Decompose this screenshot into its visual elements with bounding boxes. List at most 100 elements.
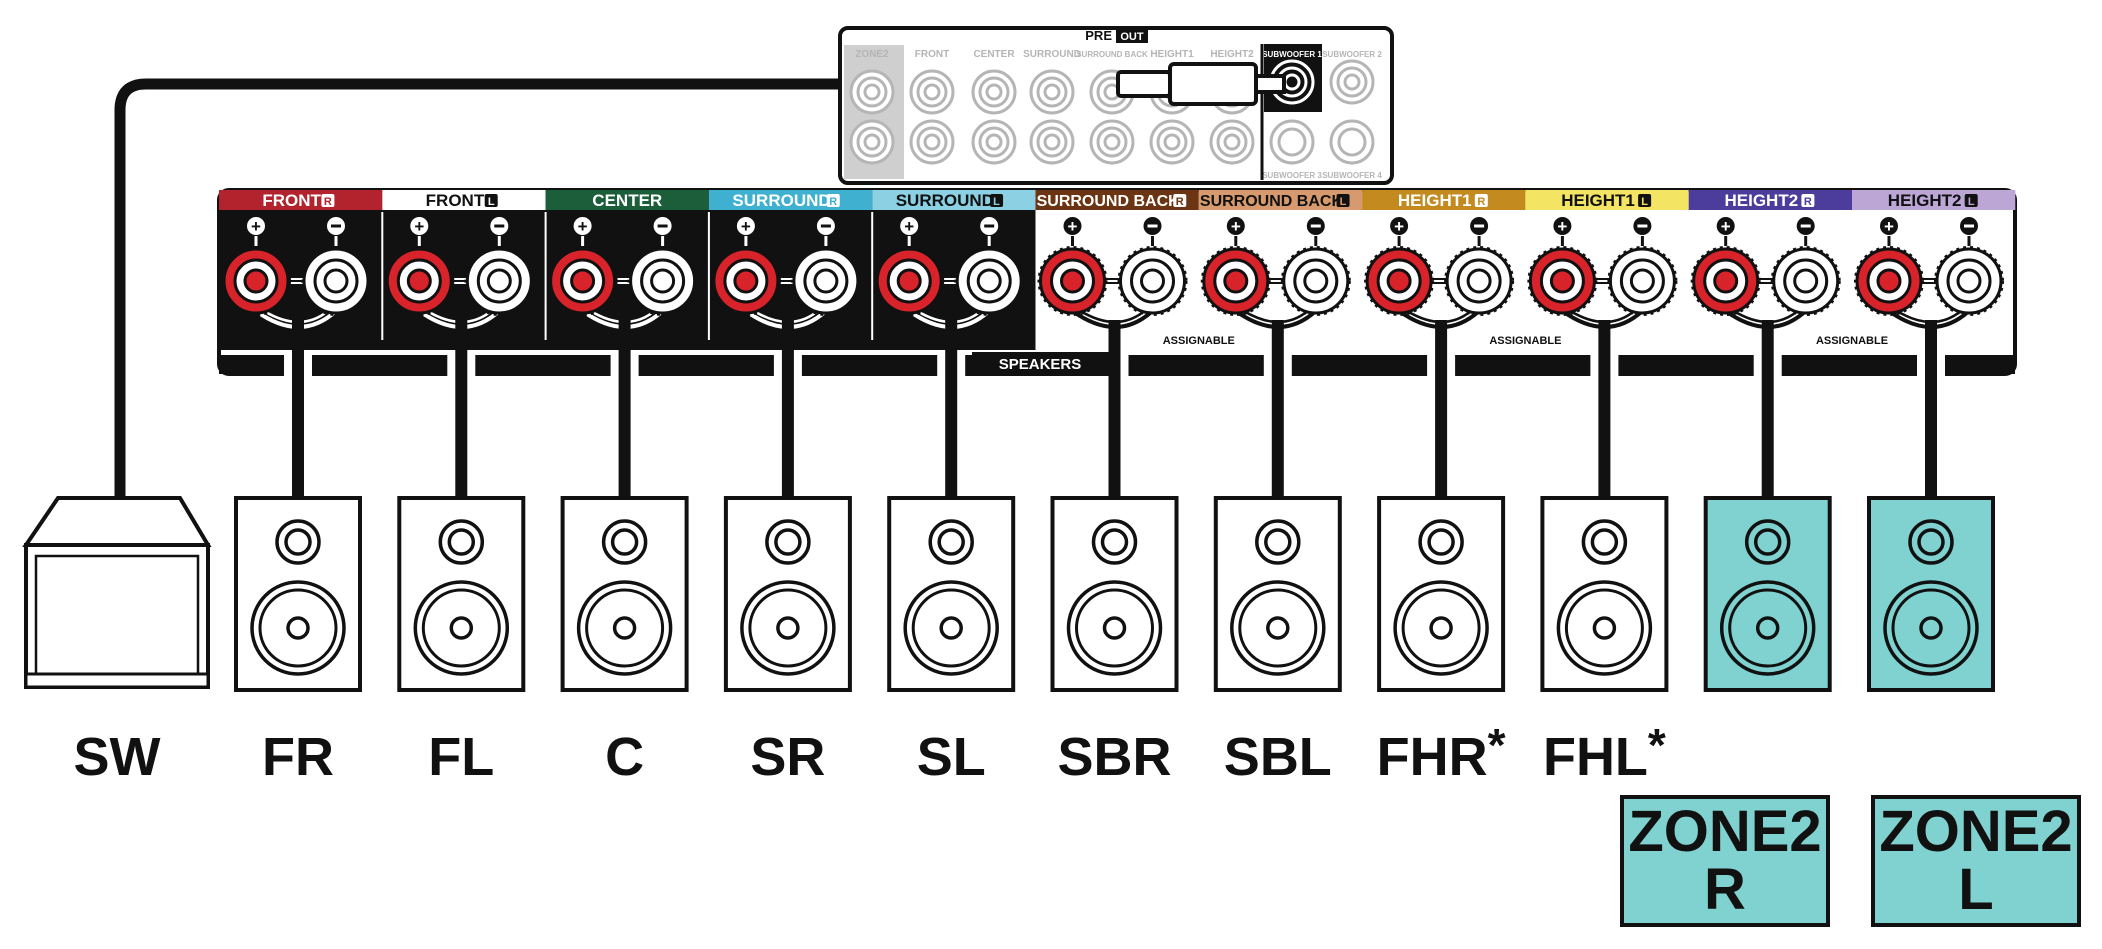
rca-jack-icon — [1329, 59, 1375, 105]
channel-header: HEIGHT1 L — [1525, 190, 1689, 210]
channel-side-label: L — [993, 196, 1000, 208]
negative-terminal-icon — [627, 246, 698, 316]
channel-side-label: R — [1176, 196, 1184, 208]
negative-terminal-icon — [1280, 246, 1351, 316]
preout-jack-label: SURROUND BACK — [1076, 50, 1148, 59]
negative-terminal-icon — [790, 246, 861, 316]
speaker-sbr — [1050, 496, 1179, 692]
channel-header-label: HEIGHT1 — [1561, 191, 1635, 210]
assignable-label: ASSIGNABLE — [1816, 335, 1888, 347]
zone2-right-line1: ZONE2 — [1628, 799, 1822, 864]
channel-header-label: CENTER — [592, 191, 662, 210]
channel-side-badge — [484, 194, 498, 207]
plus-icon — [1880, 217, 1898, 235]
woofer-icon — [1556, 580, 1653, 676]
asterisk-mark: * — [1488, 719, 1506, 771]
channel-header: CENTER — [545, 190, 709, 210]
preout-jack-label: HEIGHT2 — [1210, 49, 1254, 60]
plus-icon — [573, 217, 592, 235]
tweeter-icon — [928, 519, 974, 565]
rca-jack-icon — [849, 119, 895, 165]
svg-text:+: + — [414, 217, 424, 236]
tweeter-icon — [438, 519, 485, 565]
plus-icon — [900, 217, 919, 235]
speaker-fhl — [1540, 496, 1669, 692]
speaker-c — [560, 496, 689, 692]
channel-header-label: FRONT — [426, 191, 485, 210]
preout-jack-label: HEIGHT1 — [1150, 49, 1194, 60]
speakers-tag — [972, 352, 1110, 376]
speaker-label: SL — [917, 727, 986, 787]
speaker-label: SR — [750, 727, 825, 787]
speaker-label: FHL* — [1543, 719, 1666, 787]
positive-terminal-icon — [1690, 246, 1761, 316]
preout-jack-label: CENTER — [973, 49, 1015, 60]
plus-icon — [247, 217, 265, 235]
zone2-left-line1: ZONE2 — [1879, 799, 2073, 864]
channel-side-badge — [1638, 194, 1652, 207]
speaker-fr — [234, 496, 362, 692]
zone2-left-line2: L — [1958, 857, 1994, 922]
channel-header-label: HEIGHT1 — [1398, 191, 1472, 210]
preout-jack-label: FRONT — [915, 49, 949, 60]
tweeter-icon — [275, 519, 321, 565]
positive-terminal-icon — [384, 246, 455, 316]
speaker-label: FL — [428, 727, 494, 787]
rca-jack-icon — [1029, 119, 1075, 165]
svg-text:+: + — [904, 217, 914, 236]
rca-jack-icon — [1029, 69, 1075, 115]
channel-side-label: L — [1641, 196, 1648, 208]
preout-jack-label: ZONE2 — [855, 49, 889, 60]
rca-jack-icon — [1269, 119, 1315, 165]
plus-icon — [1390, 217, 1409, 235]
tweeter-icon — [1418, 519, 1464, 565]
tweeter-icon — [1255, 519, 1301, 565]
negative-terminal-icon — [1934, 246, 2004, 316]
svg-text:+: + — [1394, 217, 1404, 236]
woofer-icon — [1883, 580, 1979, 676]
preout-bottom-label: SUBWOOFER 3 — [1262, 171, 1322, 180]
speaker-label: SBR — [1057, 727, 1171, 787]
channel-side-label: L — [1340, 196, 1347, 208]
woofer-icon — [1719, 580, 1816, 676]
channel-side-badge — [826, 194, 840, 207]
rca-jack-icon — [849, 69, 895, 115]
speaker-sr — [723, 496, 852, 692]
subwoofer-cable — [114, 78, 1118, 498]
speaker-label: FR — [262, 727, 334, 787]
rca-plug-icon — [1116, 62, 1286, 106]
subwoofer-unit — [22, 496, 212, 689]
zone2-speaker — [1703, 496, 1832, 692]
woofer-icon — [413, 580, 510, 676]
preout-title: PRE — [1085, 28, 1112, 43]
assignable-label: ASSIGNABLE — [1163, 335, 1235, 347]
zone2-left-box: ZONE2 L — [1871, 795, 2081, 927]
channel-side-label: R — [829, 196, 837, 208]
assignable-label: ASSIGNABLE — [1489, 335, 1561, 347]
rca-jack-icon — [909, 119, 955, 165]
channel-header-label: SURROUND BACK — [1037, 193, 1181, 210]
positive-terminal-icon — [1854, 246, 1924, 316]
channel-header-label: HEIGHT2 — [1888, 191, 1962, 210]
rca-jack-icon — [1089, 119, 1135, 165]
zone2-speaker — [1867, 496, 1995, 692]
speaker-sbl — [1213, 496, 1342, 692]
tweeter-icon — [1581, 519, 1628, 565]
preout-jack-label: SURROUND — [1023, 49, 1081, 60]
channel-side-label: R — [1804, 196, 1812, 208]
zone2-right-box: ZONE2 R — [1620, 795, 1830, 927]
negative-terminal-icon — [1117, 246, 1188, 316]
channel-side-badge — [1801, 194, 1815, 207]
positive-terminal-icon — [547, 246, 618, 316]
speaker-fhr — [1377, 496, 1506, 692]
preout-jack-label: SUBWOOFER 1 — [1262, 50, 1322, 59]
positive-terminal-icon — [710, 246, 781, 316]
woofer-icon — [250, 580, 346, 676]
plus-icon — [736, 217, 755, 235]
